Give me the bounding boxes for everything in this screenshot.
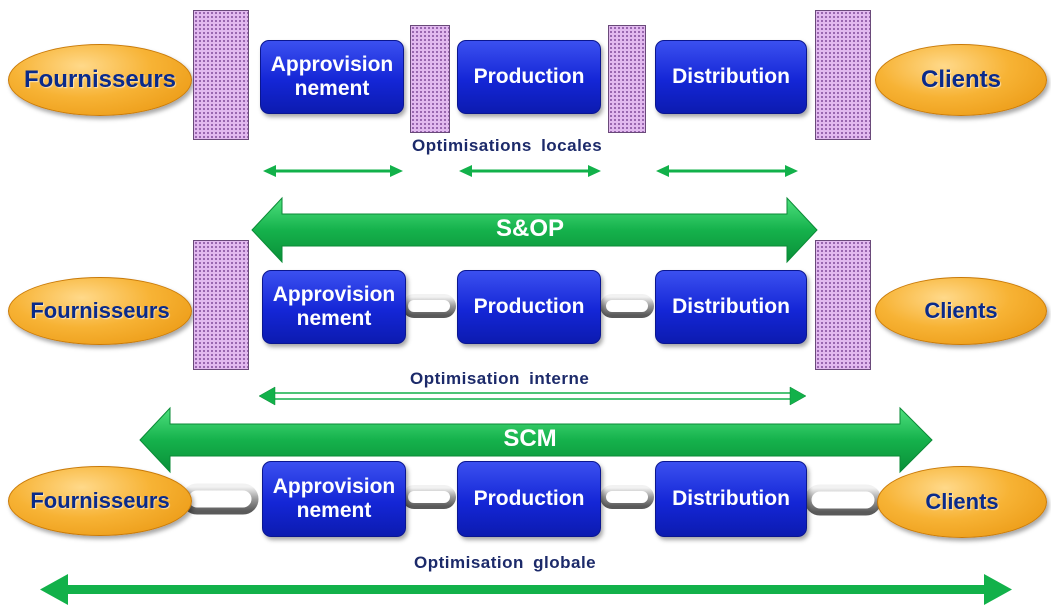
chain-link-icon	[600, 294, 654, 318]
double-arrow-icon	[459, 165, 601, 177]
clients-label: Clients	[925, 489, 999, 514]
step-distribution: Distribution	[655, 40, 807, 114]
clients-label: Clients	[924, 298, 998, 323]
scm-band-label: SCM	[503, 425, 557, 452]
suppliers-label: Fournisseurs	[23, 66, 177, 93]
step-label: Production	[473, 65, 585, 88]
step-distribution: Distribution	[655, 461, 807, 537]
clients-ellipse: Clients	[877, 466, 1047, 538]
step-label: Approvision nement	[272, 475, 396, 522]
step-approvisionnement: Approvision nement	[262, 461, 406, 537]
clients-label: Clients	[920, 66, 1001, 93]
sop-band-arrow	[251, 196, 818, 264]
double-arrow-icon	[656, 165, 798, 177]
caption-local-optimisations: Optimisations locales	[412, 136, 603, 155]
step-label: Approvision nement	[270, 53, 394, 100]
scm-band-arrow	[139, 406, 933, 474]
step-label: Distribution	[672, 487, 790, 510]
stock-buffer	[815, 10, 871, 140]
chain-link-icon	[600, 485, 654, 509]
double-arrow-icon	[263, 165, 403, 177]
stock-buffer	[410, 25, 450, 133]
sop-band-label: S&OP	[495, 215, 564, 242]
step-approvisionnement: Approvision nement	[260, 40, 404, 114]
step-production: Production	[457, 40, 601, 114]
suppliers-label: Fournisseurs	[30, 298, 170, 323]
step-production: Production	[457, 461, 601, 537]
suppliers-ellipse: Fournisseurs	[8, 44, 192, 116]
double-arrow-icon	[40, 574, 1012, 605]
suppliers-ellipse: Fournisseurs	[8, 277, 192, 345]
clients-ellipse: Clients	[875, 277, 1047, 345]
step-production: Production	[457, 270, 601, 344]
double-arrow-icon	[258, 386, 807, 406]
stock-buffer	[815, 240, 871, 370]
step-label: Production	[473, 295, 585, 318]
chain-link-icon	[402, 294, 456, 318]
clients-ellipse: Clients	[875, 44, 1047, 116]
step-approvisionnement: Approvision nement	[262, 270, 406, 344]
caption-internal-optimisation: Optimisation interne	[410, 369, 590, 388]
chain-link-icon	[402, 485, 456, 509]
chain-link-icon	[804, 484, 882, 516]
caption-global-optimisation: Optimisation globale	[414, 553, 597, 572]
suppliers-label: Fournisseurs	[30, 488, 170, 513]
stock-buffer	[193, 10, 249, 140]
step-label: Distribution	[672, 65, 790, 88]
chain-link-icon	[181, 483, 259, 515]
stock-buffer	[193, 240, 249, 370]
step-distribution: Distribution	[655, 270, 807, 344]
step-label: Approvision nement	[272, 283, 396, 330]
stock-buffer	[608, 25, 646, 133]
step-label: Production	[473, 487, 585, 510]
suppliers-ellipse: Fournisseurs	[8, 466, 192, 536]
step-label: Distribution	[672, 295, 790, 318]
